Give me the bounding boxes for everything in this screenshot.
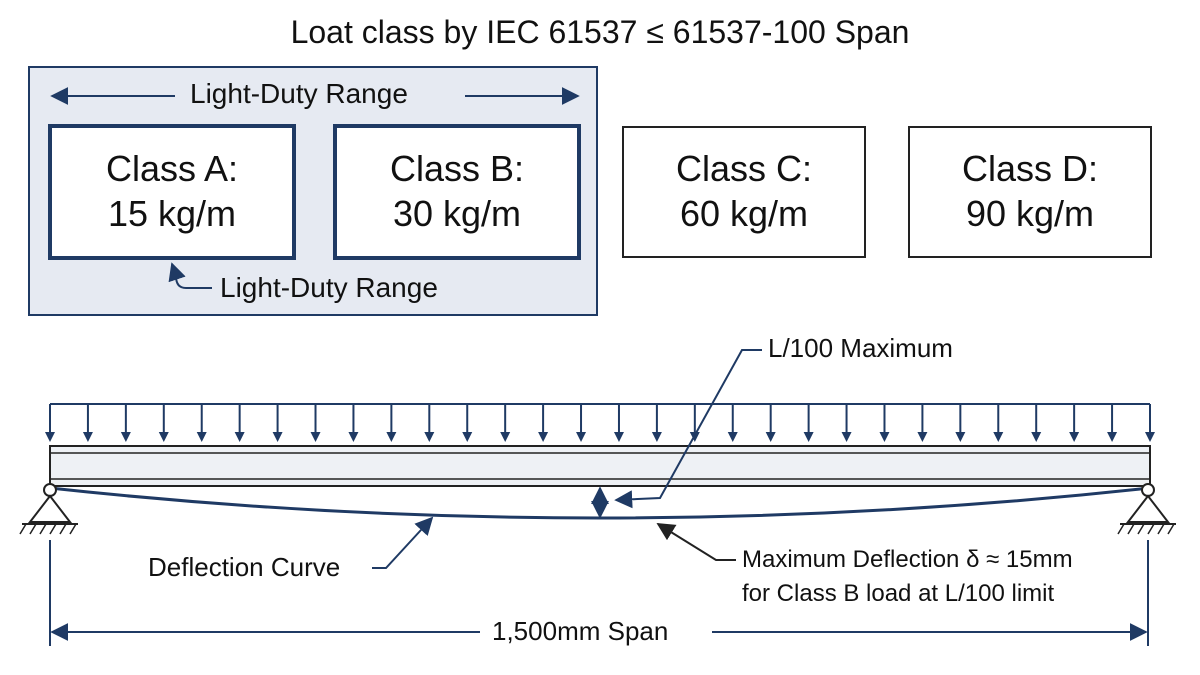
load-arrow-head: [879, 432, 890, 442]
load-arrow-head: [803, 432, 814, 442]
class-b-name: Class B:: [389, 148, 525, 189]
curve-leader: [372, 516, 434, 569]
load-arrow-head: [955, 432, 966, 442]
load-arrow-head: [462, 432, 473, 442]
max-deflection-leader: [656, 523, 736, 561]
load-arrow-head: [1031, 432, 1042, 442]
load-arrow-head: [348, 432, 359, 442]
light-duty-range-top-label: Light-Duty Range: [190, 78, 408, 109]
load-arrow-head: [120, 432, 131, 442]
load-arrow-head: [310, 432, 321, 442]
load-arrow-head: [1069, 432, 1080, 442]
load-arrow-head: [45, 432, 55, 442]
class-c-load: 60 kg/m: [679, 193, 809, 234]
load-arrow-head: [272, 432, 283, 442]
class-b-box: Class B: 30 kg/m: [333, 124, 581, 260]
max-deflection-line2: for Class B load at L/100 limit: [742, 580, 1055, 607]
class-b-load: 30 kg/m: [392, 193, 522, 234]
load-arrow-head: [613, 432, 624, 442]
max-leader: [614, 349, 762, 509]
load-arrow-head: [386, 432, 397, 442]
load-arrow-head: [1107, 432, 1118, 442]
light-duty-range-bottom-label: Light-Duty Range: [220, 272, 438, 303]
load-arrow-head: [765, 432, 776, 442]
l100-maximum-label: L/100 Maximum: [768, 333, 953, 363]
load-arrow-head: [82, 432, 93, 442]
beam: [49, 445, 1151, 487]
class-d-box: Class D: 90 kg/m: [908, 126, 1152, 258]
load-arrow-head: [500, 432, 511, 442]
class-a-box: Class A: 15 kg/m: [48, 124, 296, 260]
load-arrow-head: [1145, 432, 1155, 442]
class-c-box: Class C: 60 kg/m: [622, 126, 866, 258]
left-support: [19, 483, 78, 535]
load-arrow-head: [993, 432, 1004, 442]
load-arrow-head: [841, 432, 852, 442]
class-d-load: 90 kg/m: [965, 193, 1095, 234]
class-a-load: 15 kg/m: [107, 193, 237, 234]
load-arrow-head: [538, 432, 549, 442]
right-support: [1117, 483, 1176, 535]
load-arrow-head: [424, 432, 435, 442]
class-d-name: Class D:: [961, 148, 1099, 189]
load-arrow-head: [158, 432, 169, 442]
load-arrow-head: [196, 432, 207, 442]
load-arrow-head: [234, 432, 245, 442]
load-arrow-head: [651, 432, 662, 442]
load-arrow-head: [917, 432, 928, 442]
load-arrow-head: [576, 432, 587, 442]
class-c-name: Class C:: [675, 148, 813, 189]
range-bottom-pointer: [168, 262, 212, 289]
load-arrow-head: [727, 432, 738, 442]
class-a-name: Class A:: [105, 148, 239, 189]
load-arrows: [45, 404, 1155, 442]
diagram-title: Loat class by IEC 61537 ≤ 61537-100 Span: [290, 14, 910, 50]
deflection-curve-label: Deflection Curve: [148, 552, 341, 582]
span-label: 1,500mm Span: [492, 616, 669, 646]
max-deflection-line1: Maximum Deflection δ ≈ 15mm: [742, 546, 1073, 573]
